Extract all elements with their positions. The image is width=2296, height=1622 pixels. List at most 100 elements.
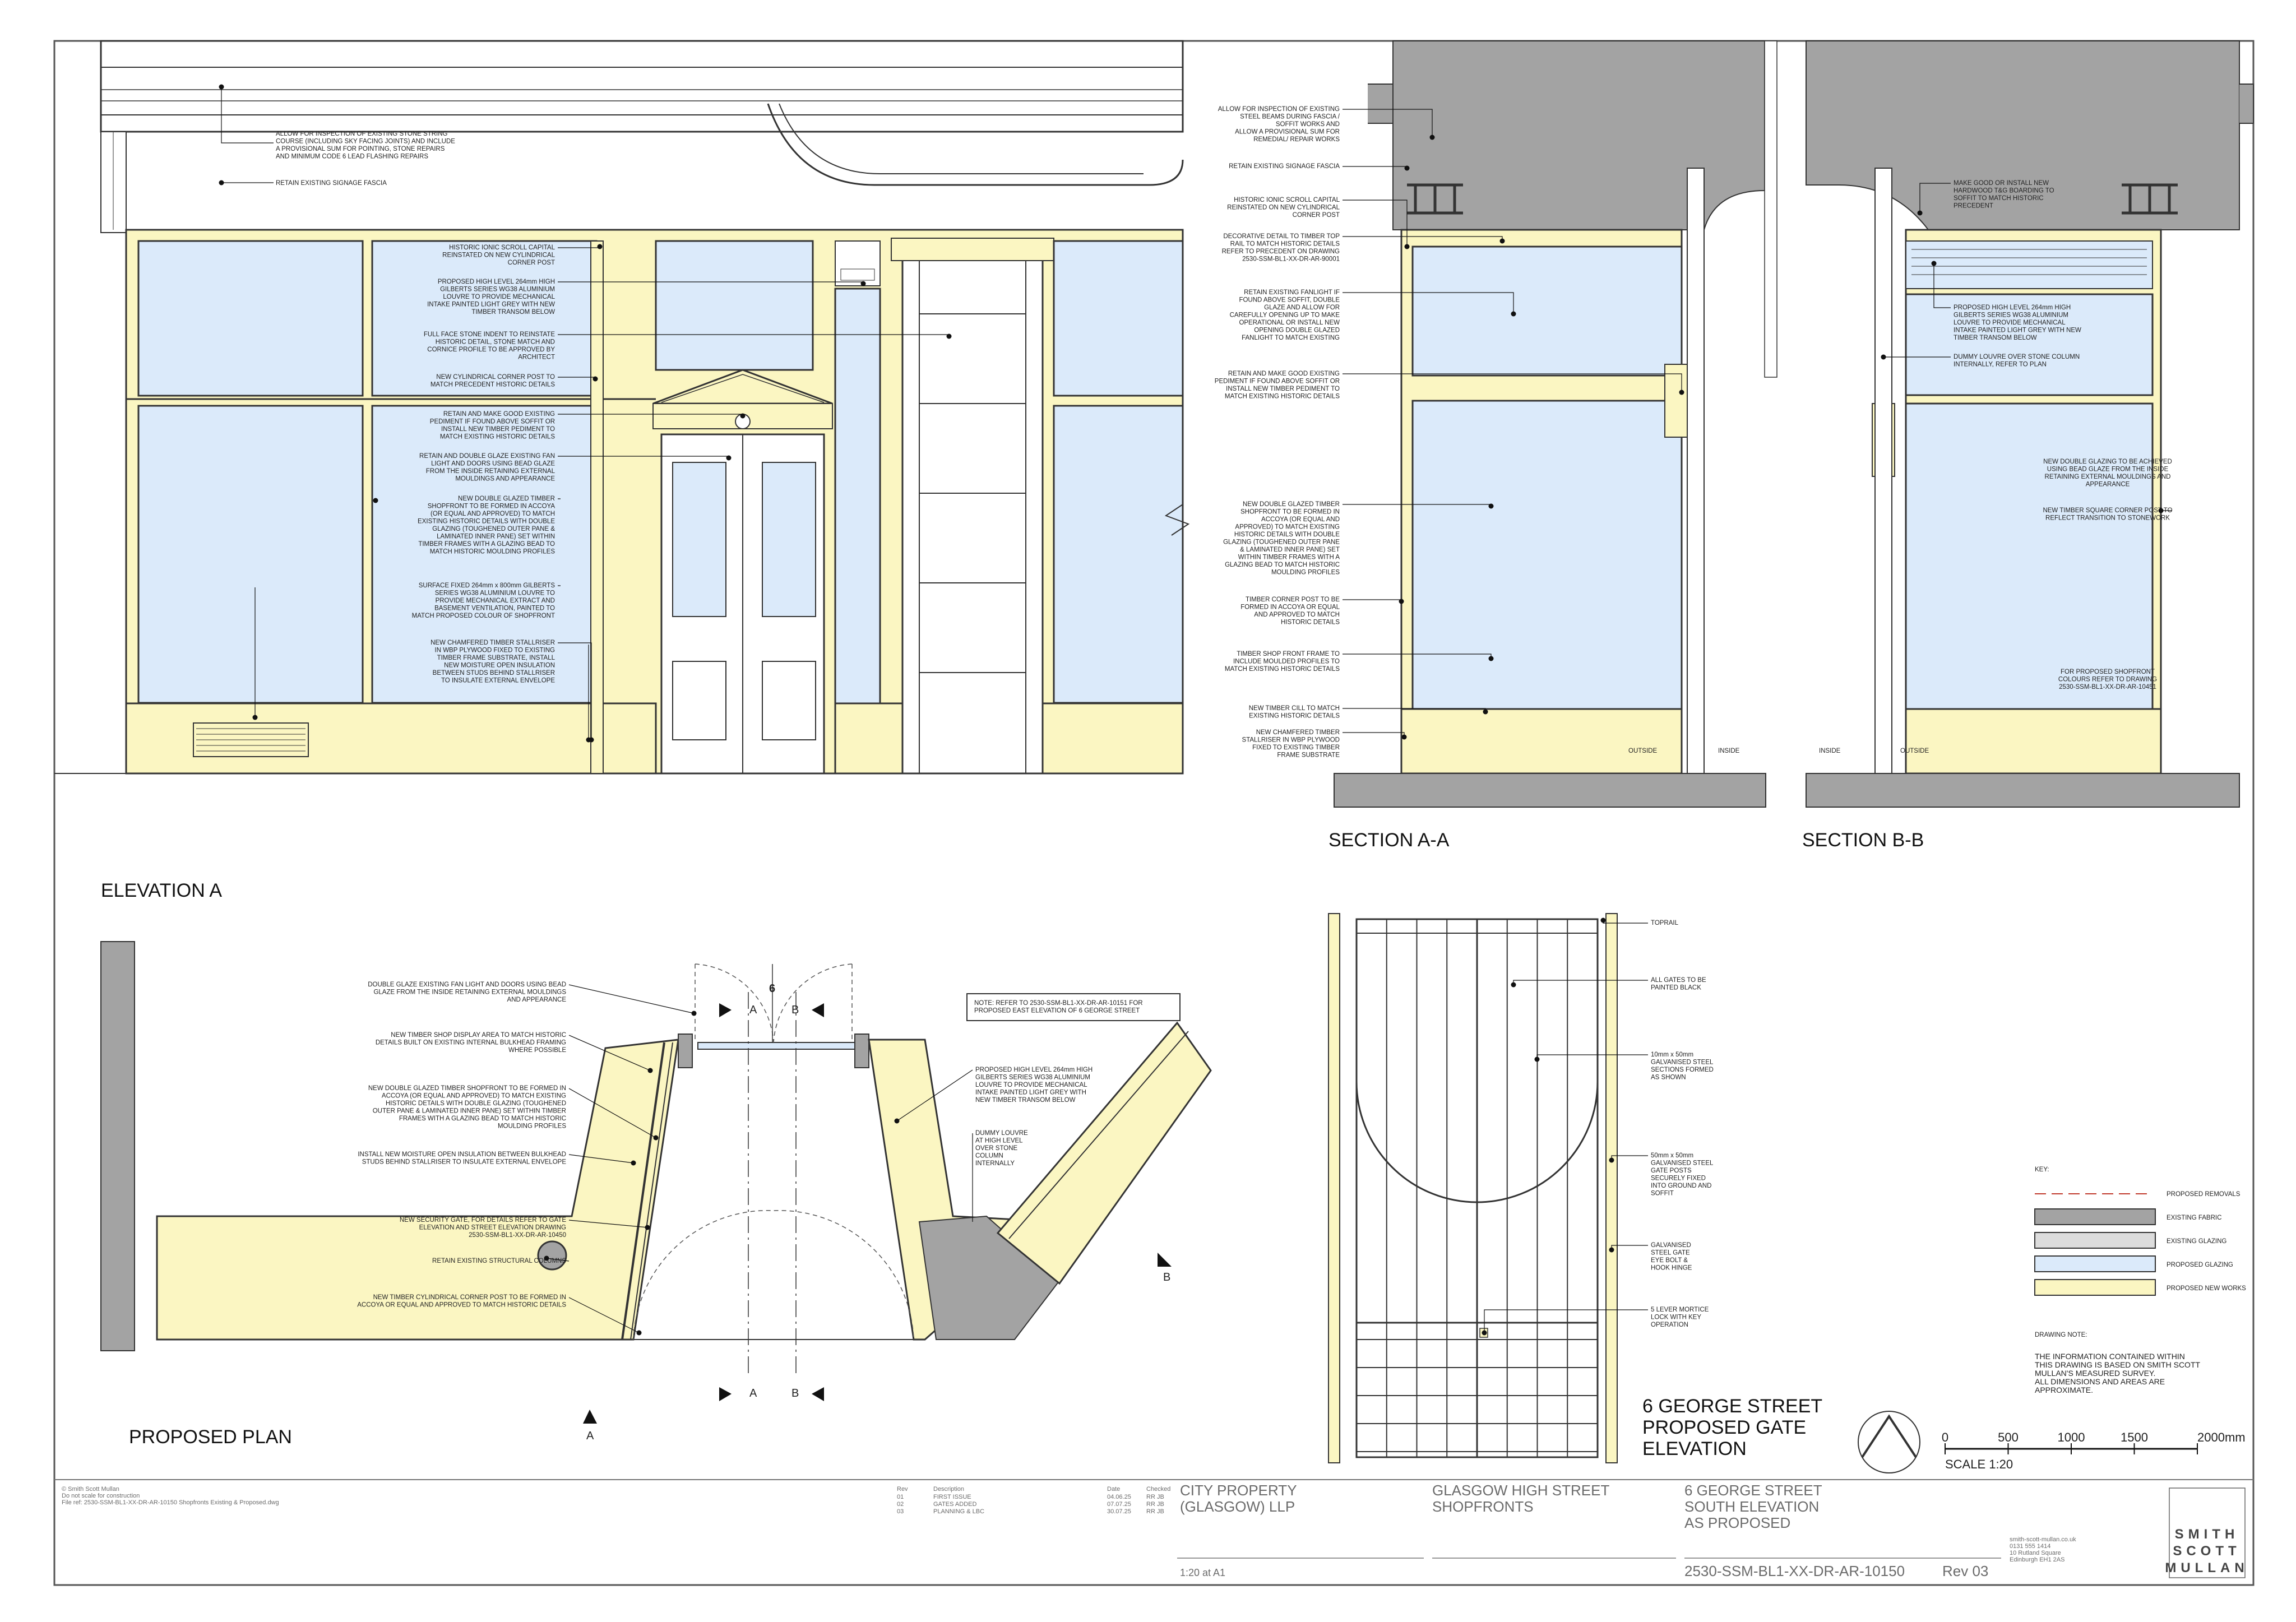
glazing-lower-mid xyxy=(371,405,598,704)
scale-tick-4: 2000mm xyxy=(2197,1430,2246,1444)
scale-tick-0: 0 xyxy=(1942,1430,1948,1444)
heading-elevation-a: ELEVATION A xyxy=(101,880,222,901)
existing-wall xyxy=(100,941,135,1351)
heading-section-b-b: SECTION B-B xyxy=(1802,829,1924,851)
note-plan-left-7: NEW TIMBER CYLINDRICAL CORNER POST TO BE… xyxy=(357,1294,566,1309)
tb-rev-2-1: GATES ADDED xyxy=(933,1501,976,1508)
stone-column-plan xyxy=(918,1215,1061,1340)
key-label-3: EXISTING GLAZING xyxy=(2167,1238,2226,1245)
note-plan-left-4: INSTALL NEW MOISTURE OPEN INSULATION BET… xyxy=(358,1151,566,1166)
heading-proposed-plan: PROPOSED PLAN xyxy=(129,1426,292,1448)
note-plan-left-5: NEW SECURITY GATE, FOR DETAILS REFER TO … xyxy=(400,1217,566,1239)
key-swatch xyxy=(2034,1232,2156,1249)
key-label-2: EXISTING FABRIC xyxy=(2167,1215,2221,1221)
mark-b-bottom: B xyxy=(791,1387,799,1399)
tb-client: CITY PROPERTY(GLASGOW) LLP xyxy=(1180,1482,1297,1515)
gate-elevation-drawing xyxy=(1328,913,1618,1463)
glazing-upper-left xyxy=(137,240,364,397)
mark-a-top: A xyxy=(749,1004,757,1016)
glazing-upper-mid xyxy=(371,240,598,397)
mark-a-bottom: A xyxy=(749,1387,757,1399)
stone-column xyxy=(901,240,1044,775)
tb-rev-3-0: 03 xyxy=(897,1508,904,1515)
plan-note-box xyxy=(966,993,1181,1021)
scale-tick-2: 1000 xyxy=(2058,1430,2085,1444)
key-label-1: PROPOSED REMOVALS xyxy=(2167,1191,2241,1198)
cornice-profile xyxy=(767,103,1184,186)
note-elev-top-1: ALLOW FOR INSPECTION OF EXISTING STONE S… xyxy=(276,131,455,160)
stallriser-left xyxy=(125,702,657,775)
tb-rev-header-1: Description xyxy=(933,1486,964,1493)
tb-rev-header-2: Date xyxy=(1107,1486,1120,1493)
mark-a-plan: A xyxy=(586,1430,594,1442)
note-elev-top-2: RETAIN EXISTING SIGNAGE FASCIA xyxy=(276,180,387,187)
note-gate-1: TOPRAIL xyxy=(1651,920,1679,926)
drawing-note-title: DRAWING NOTE: xyxy=(2035,1332,2087,1338)
tb-rev-2-3: RR JB xyxy=(1146,1501,1164,1508)
drawing-key: KEY: PROPOSED REMOVALS EXISTING FABRIC EXIS… xyxy=(2034,1166,2246,1394)
scale-tick-3: 1500 xyxy=(2121,1430,2148,1444)
tb-revision: Rev 03 xyxy=(1942,1563,1988,1579)
tb-rev-1-0: 01 xyxy=(897,1494,904,1500)
note-plan-left-2: NEW TIMBER SHOP DISPLAY AREA TO MATCH HI… xyxy=(376,1032,566,1054)
key-label-5: PROPOSED NEW WORKS xyxy=(2167,1285,2246,1292)
tb-rev-header-3: Checked xyxy=(1146,1486,1170,1493)
note-plan-left-3: NEW DOUBLE GLAZED TIMBER SHOPFRONT TO BE… xyxy=(368,1085,566,1130)
note-plan-left-1: DOUBLE GLAZE EXISTING FAN LIGHT AND DOOR… xyxy=(368,981,566,1003)
existing-fabric-head xyxy=(1392,40,1765,230)
tb-scale: 1:20 at A1 xyxy=(1180,1567,1225,1578)
glazing-lower-left xyxy=(137,405,364,704)
signage-fascia xyxy=(100,40,1184,133)
plan-note-box-lines: NOTE: REFER TO 2530-SSM-BL1-XX-DR-AR-101… xyxy=(974,1000,1143,1014)
louvre-extract xyxy=(193,722,309,757)
mark-b-top: B xyxy=(791,1004,799,1016)
tb-rev-header-0: Rev xyxy=(897,1486,908,1493)
label-inside-b: INSIDE xyxy=(1819,748,1841,754)
tb-rev-3-3: RR JB xyxy=(1146,1508,1164,1515)
fanlight-glazing xyxy=(655,240,814,371)
note-section-a-2: RETAIN EXISTING SIGNAGE FASCIA xyxy=(1229,163,1340,170)
structural-column xyxy=(537,1240,567,1271)
tb-rev-3-2: 30.07.25 xyxy=(1107,1508,1131,1515)
key-swatch xyxy=(2034,1279,2156,1296)
tb-rev-1-2: 04.06.25 xyxy=(1107,1494,1131,1500)
key-title: KEY: xyxy=(2035,1166,2049,1173)
north-point-icon xyxy=(1858,1411,1920,1473)
